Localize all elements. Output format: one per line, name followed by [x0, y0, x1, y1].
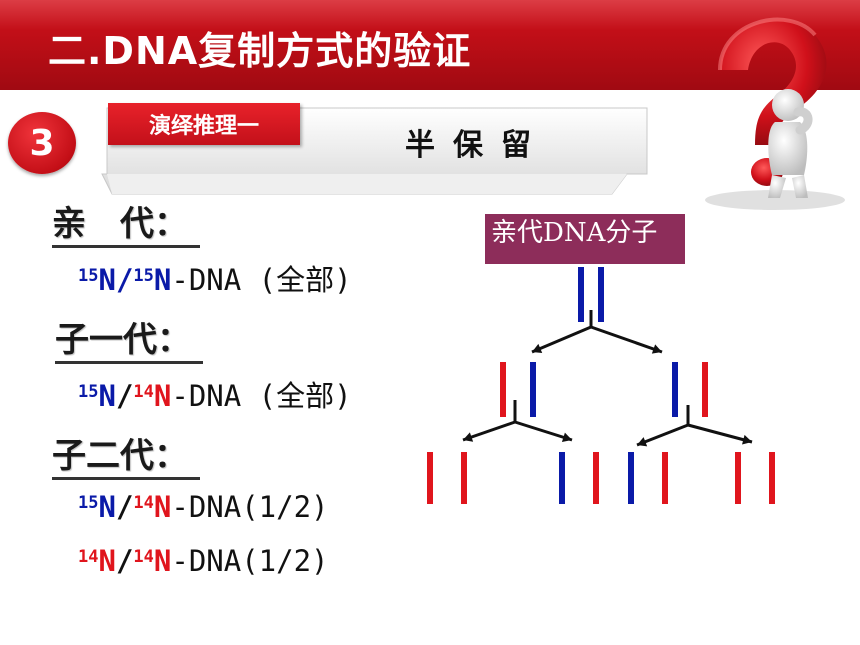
formula-first: 15N/14N-DNA (全部) [78, 379, 352, 413]
formula-parent: 15N/15N-DNA (全部) [78, 263, 352, 297]
arrow-gen1a-right-head [561, 432, 572, 443]
parent-dna-label: 亲代DNA分子 [485, 214, 685, 264]
generation-parent-label: 亲 代： [52, 196, 200, 248]
arrow-parent-left-head [532, 343, 543, 354]
section-number-badge: 3 [8, 112, 76, 174]
formula-second-a: 15N/14N-DNA(1/2) [78, 490, 329, 524]
arrow-gen1b-right-head [742, 434, 752, 445]
arrow-gen1b-left-head [637, 437, 648, 447]
page-title: 二.DNA复制方式的验证 [48, 29, 472, 73]
title-bar-shine [0, 0, 860, 30]
banner-text: 半保留 [405, 128, 549, 163]
replication-diagram [427, 267, 775, 504]
question-mark-figure-icon [705, 17, 845, 210]
arrow-gen1a-left-head [463, 432, 474, 442]
generation-first-label: 子一代： [55, 312, 203, 364]
arrow-parent-right [590, 325, 663, 354]
arrow-gen1b-left [636, 423, 689, 447]
generation-second-label: 子二代： [52, 428, 200, 480]
title-bar: 二.DNA复制方式的验证 [0, 0, 860, 90]
arrow-gen1b-right [687, 423, 753, 444]
arrow-parent-left [531, 325, 592, 354]
deduction-tag: 演绎推理一 [108, 103, 300, 145]
arrow-parent-right-head [651, 344, 662, 354]
arrow-gen1a-left [462, 420, 516, 442]
arrow-gen1a-right [514, 420, 573, 442]
formula-second-b: 14N/14N-DNA(1/2) [78, 544, 329, 578]
